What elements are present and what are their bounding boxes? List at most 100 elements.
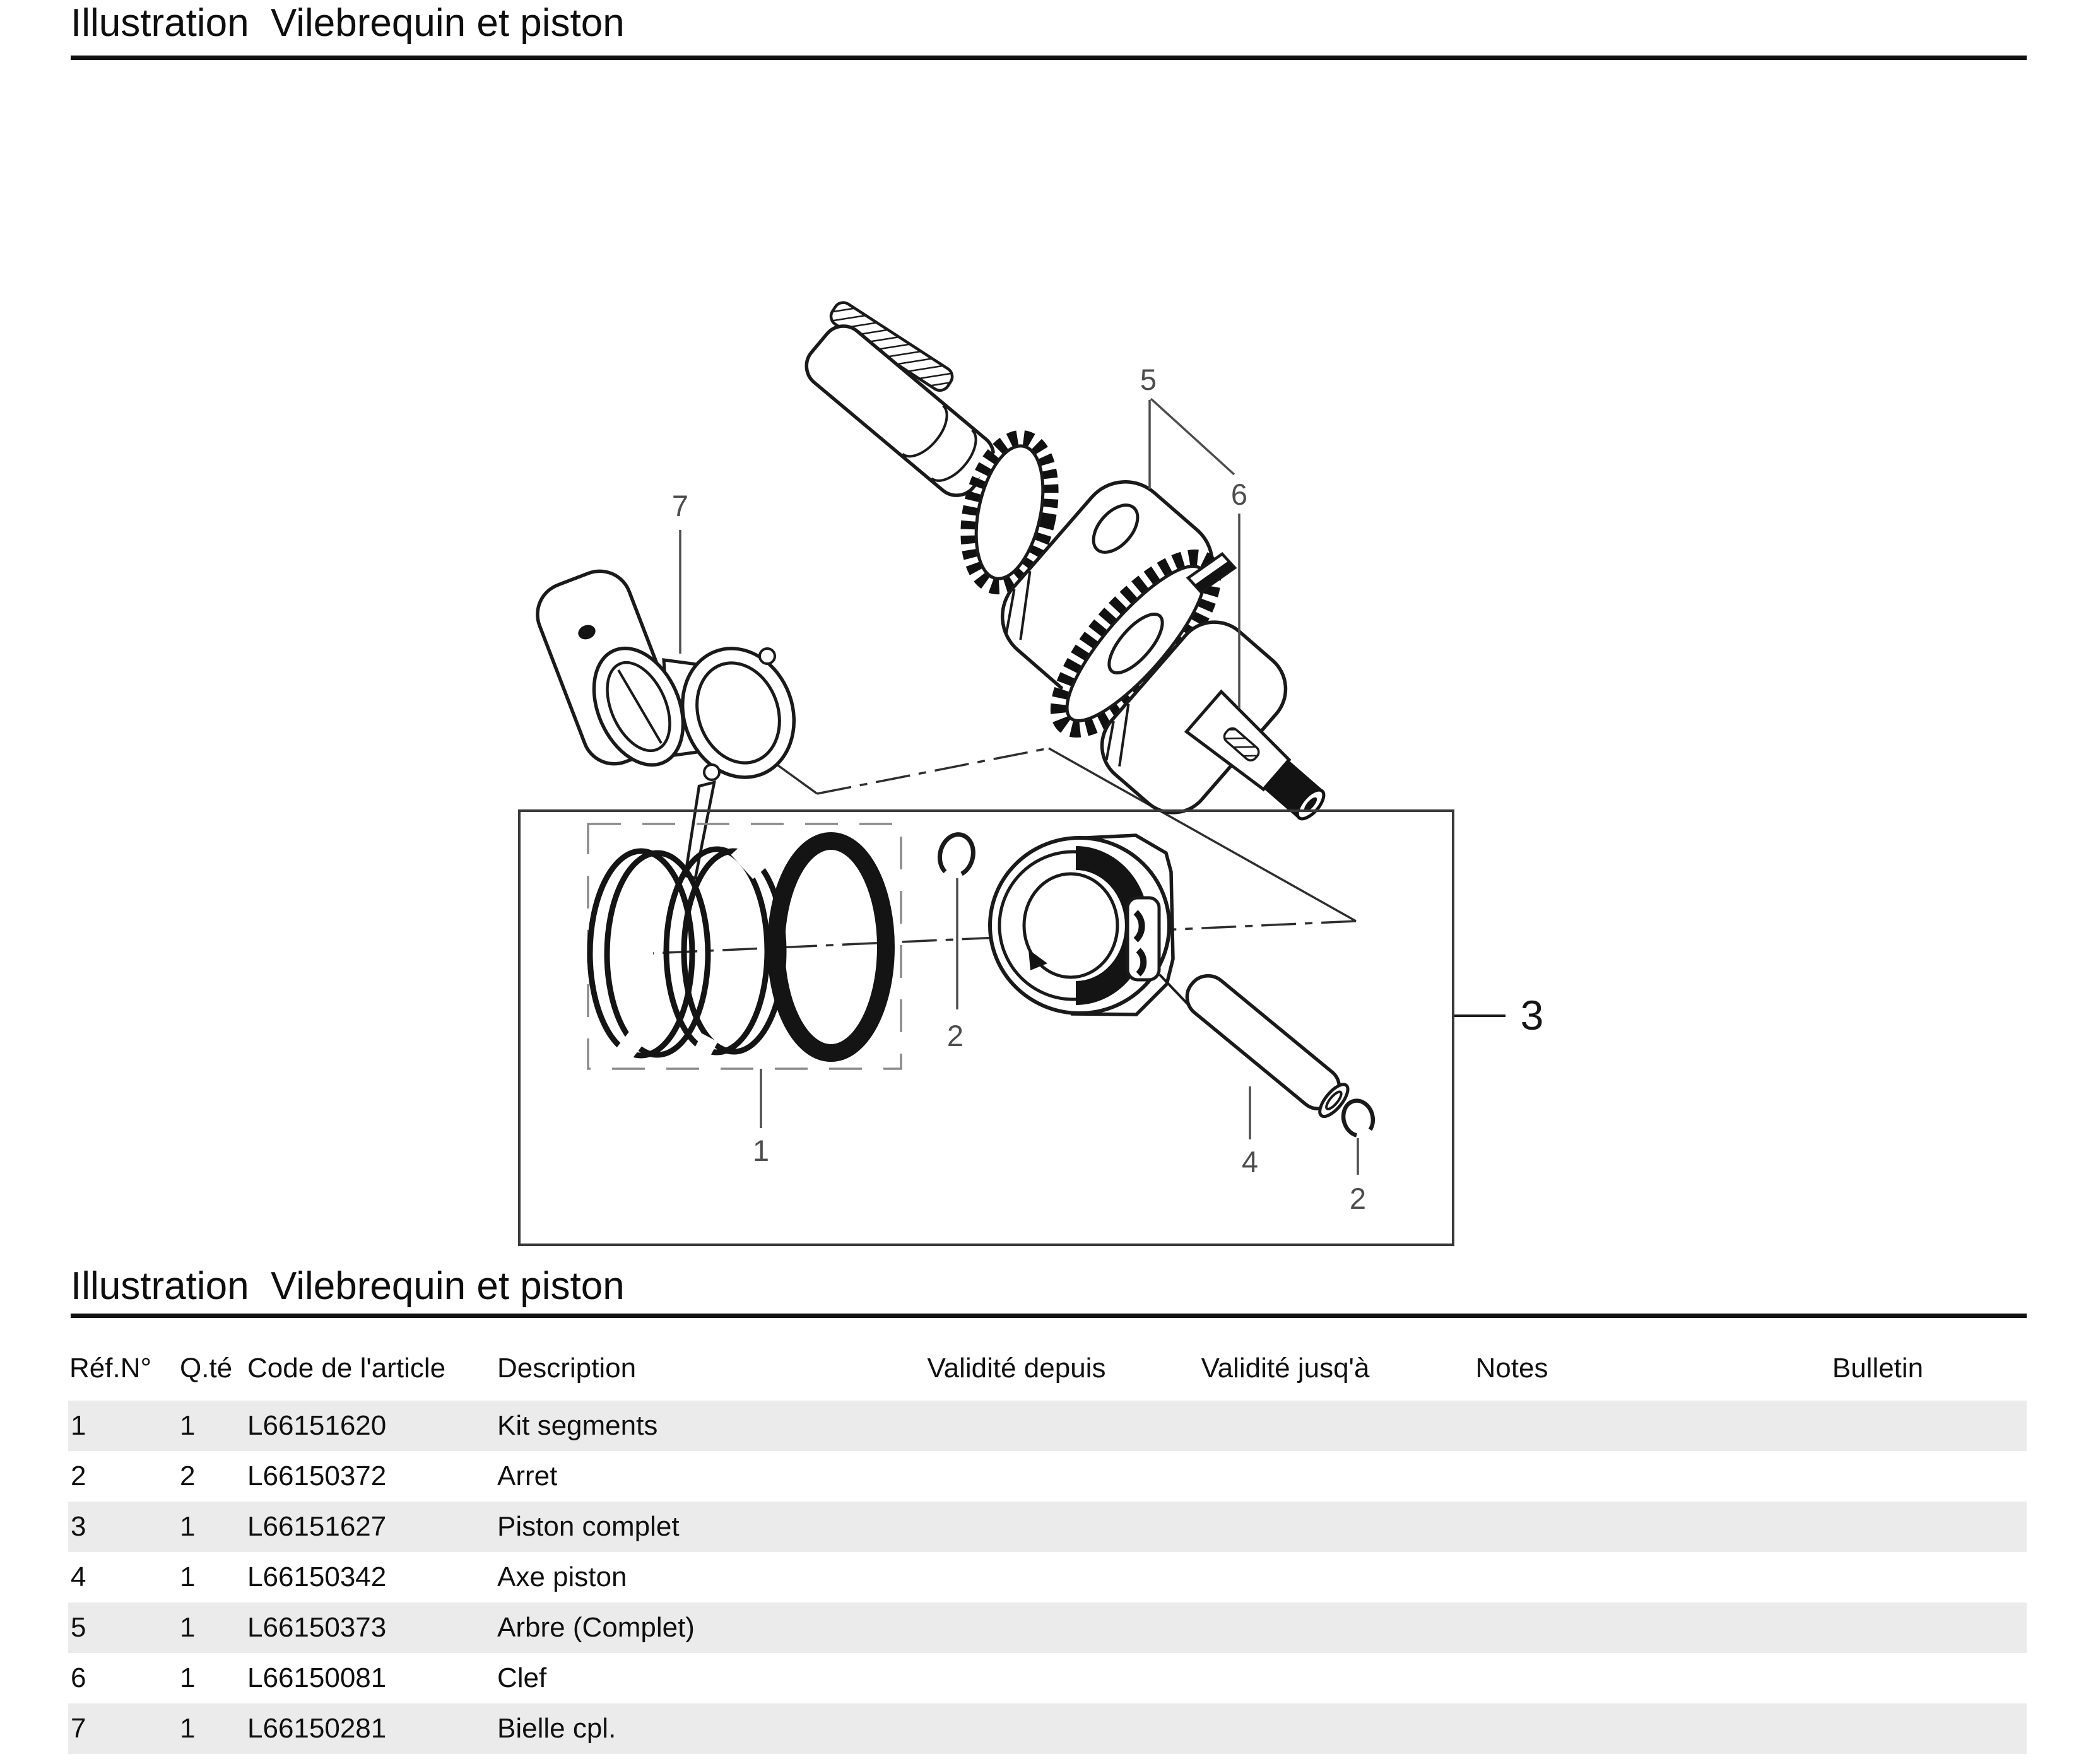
cell-code: L66150081: [247, 1662, 387, 1693]
column-header-desc: Description: [497, 1353, 637, 1384]
rod-bore-strut: [617, 669, 663, 744]
cell-qty: 1: [180, 1713, 196, 1744]
cell-ref: 5: [71, 1612, 86, 1643]
column-header-bulletin: Bulletin: [1832, 1353, 1924, 1384]
compression-ring-2: [663, 842, 787, 1069]
piston-pin-boss-marks: [1133, 910, 1147, 977]
cell-code: L66151627: [247, 1511, 387, 1542]
piston-inner-bore: [1022, 872, 1119, 979]
callout-3: 3: [1521, 992, 1544, 1038]
piston: [988, 833, 1199, 1016]
direction-arrow: [1028, 950, 1047, 970]
cell-qty: 1: [180, 1410, 196, 1441]
cell-ref: 3: [71, 1511, 86, 1542]
cell-qty: 1: [180, 1511, 196, 1542]
column-header-notes: Notes: [1475, 1353, 1548, 1384]
page-title: Illustration Vilebrequin et piston: [71, 1, 625, 45]
table-row: 7 1 L66150281 Bielle cpl.: [68, 1703, 2027, 1754]
callout-leaders: [679, 397, 1506, 1175]
pin-body: [1185, 973, 1341, 1111]
crank-timing-gear-hub: [1107, 612, 1164, 675]
column-header-code: Code de l'article: [247, 1353, 446, 1384]
crank-keyway-slot: [1223, 727, 1260, 761]
table-section-title: Illustration Vilebrequin et piston: [71, 1264, 625, 1308]
callout-2-lower: 2: [1350, 1182, 1366, 1215]
title-rule-table: [71, 1314, 2027, 1318]
compression-ring-1: [587, 848, 711, 1065]
cell-qty: 2: [180, 1461, 196, 1491]
crank-pinion-gear-face: [974, 444, 1045, 580]
leader-5-to-6: [1150, 397, 1235, 476]
piston-pin-boss-window: [1126, 896, 1161, 982]
cell-desc: Arbre (Complet): [497, 1612, 695, 1643]
cell-qty: 1: [180, 1561, 196, 1592]
table-row: 3 1 L66151627 Piston complet: [68, 1502, 2027, 1552]
crank-web-rear-chamfer: [1105, 703, 1130, 767]
crank-tip-bore: [1304, 797, 1317, 812]
piston-rings: [587, 832, 895, 1069]
circlip-lower: [1341, 1098, 1376, 1138]
table-row: 1 1 L66151620 Kit segments: [68, 1401, 2027, 1451]
rod-dipper-blade: [683, 780, 716, 880]
cell-qty: 1: [180, 1662, 196, 1693]
cell-desc: Piston complet: [497, 1511, 680, 1542]
crank-shaft-joint-1: [901, 404, 948, 458]
cell-desc: Clef: [497, 1662, 547, 1693]
cell-desc: Bielle cpl.: [497, 1713, 616, 1744]
cell-code: L66150372: [247, 1461, 387, 1491]
title-rule-top: [71, 56, 2027, 60]
cell-qty: 1: [180, 1612, 196, 1643]
cell-desc: Kit segments: [497, 1410, 658, 1441]
cell-code: L66150281: [247, 1713, 387, 1744]
column-header-valid-from: Validité depuis: [927, 1353, 1106, 1384]
rod-big-end: [680, 647, 796, 779]
pin-bore: [1325, 1090, 1343, 1110]
circlip-upper: [937, 832, 975, 876]
ring-2-gap-top: [731, 842, 767, 879]
cell-ref: 7: [71, 1713, 86, 1744]
callout-5: 5: [1140, 363, 1157, 396]
rod-oil-hole: [578, 625, 596, 640]
callout-7: 7: [672, 489, 688, 522]
column-header-qty: Q.té: [180, 1353, 233, 1384]
table-row: 6 1 L66150081 Clef: [68, 1653, 2027, 1703]
callout-4: 4: [1242, 1145, 1258, 1179]
woodruff-key: [1186, 552, 1237, 594]
projection-line-solid-right: [1048, 747, 1357, 922]
rod-small-end-bore-inner: [606, 661, 671, 753]
cell-ref: 6: [71, 1662, 86, 1693]
rod-bolt-top: [758, 647, 776, 665]
ring-2-gap-bottom: [688, 1033, 718, 1069]
callout-labels: 7 5 6 1 2 4 2 3: [672, 363, 1543, 1215]
column-header-valid-to: Validité jusq'à: [1201, 1353, 1370, 1384]
rod-bolt-bottom: [703, 763, 721, 781]
crank-shaft-joint-2: [930, 429, 977, 482]
crankshaft: [804, 301, 1326, 821]
table-row: 2 2 L66150372 Arret: [68, 1451, 2027, 1502]
crank-pin-hole: [1092, 503, 1140, 554]
kit-box: [518, 809, 1454, 1246]
crank-web-front-chamfer: [1005, 571, 1032, 640]
cell-code: L66150342: [247, 1561, 387, 1592]
table-row: 4 1 L66150342 Axe piston: [68, 1552, 2027, 1602]
cell-ref: 2: [71, 1461, 86, 1491]
callout-6: 6: [1231, 478, 1247, 511]
cell-desc: Arret: [497, 1461, 558, 1491]
column-header-ref: Réf.N°: [69, 1353, 152, 1384]
rod-big-end-bore: [695, 661, 781, 765]
oil-ring-thick: [767, 832, 895, 1062]
table-row: 5 1 L66150373 Arbre (Complet): [68, 1602, 2027, 1653]
circlips: [937, 832, 1376, 1138]
connecting-rod: [536, 569, 796, 880]
cell-ref: 4: [71, 1561, 86, 1592]
key-shaded-face: [1194, 561, 1235, 592]
callout-2-upper: 2: [947, 1019, 963, 1052]
cell-code: L66151620: [247, 1410, 387, 1441]
piston-pin: [1185, 973, 1350, 1119]
cell-ref: 1: [71, 1410, 86, 1441]
cell-desc: Axe piston: [497, 1561, 627, 1592]
center-line-left: [816, 747, 1049, 795]
cell-code: L66150373: [247, 1612, 387, 1643]
